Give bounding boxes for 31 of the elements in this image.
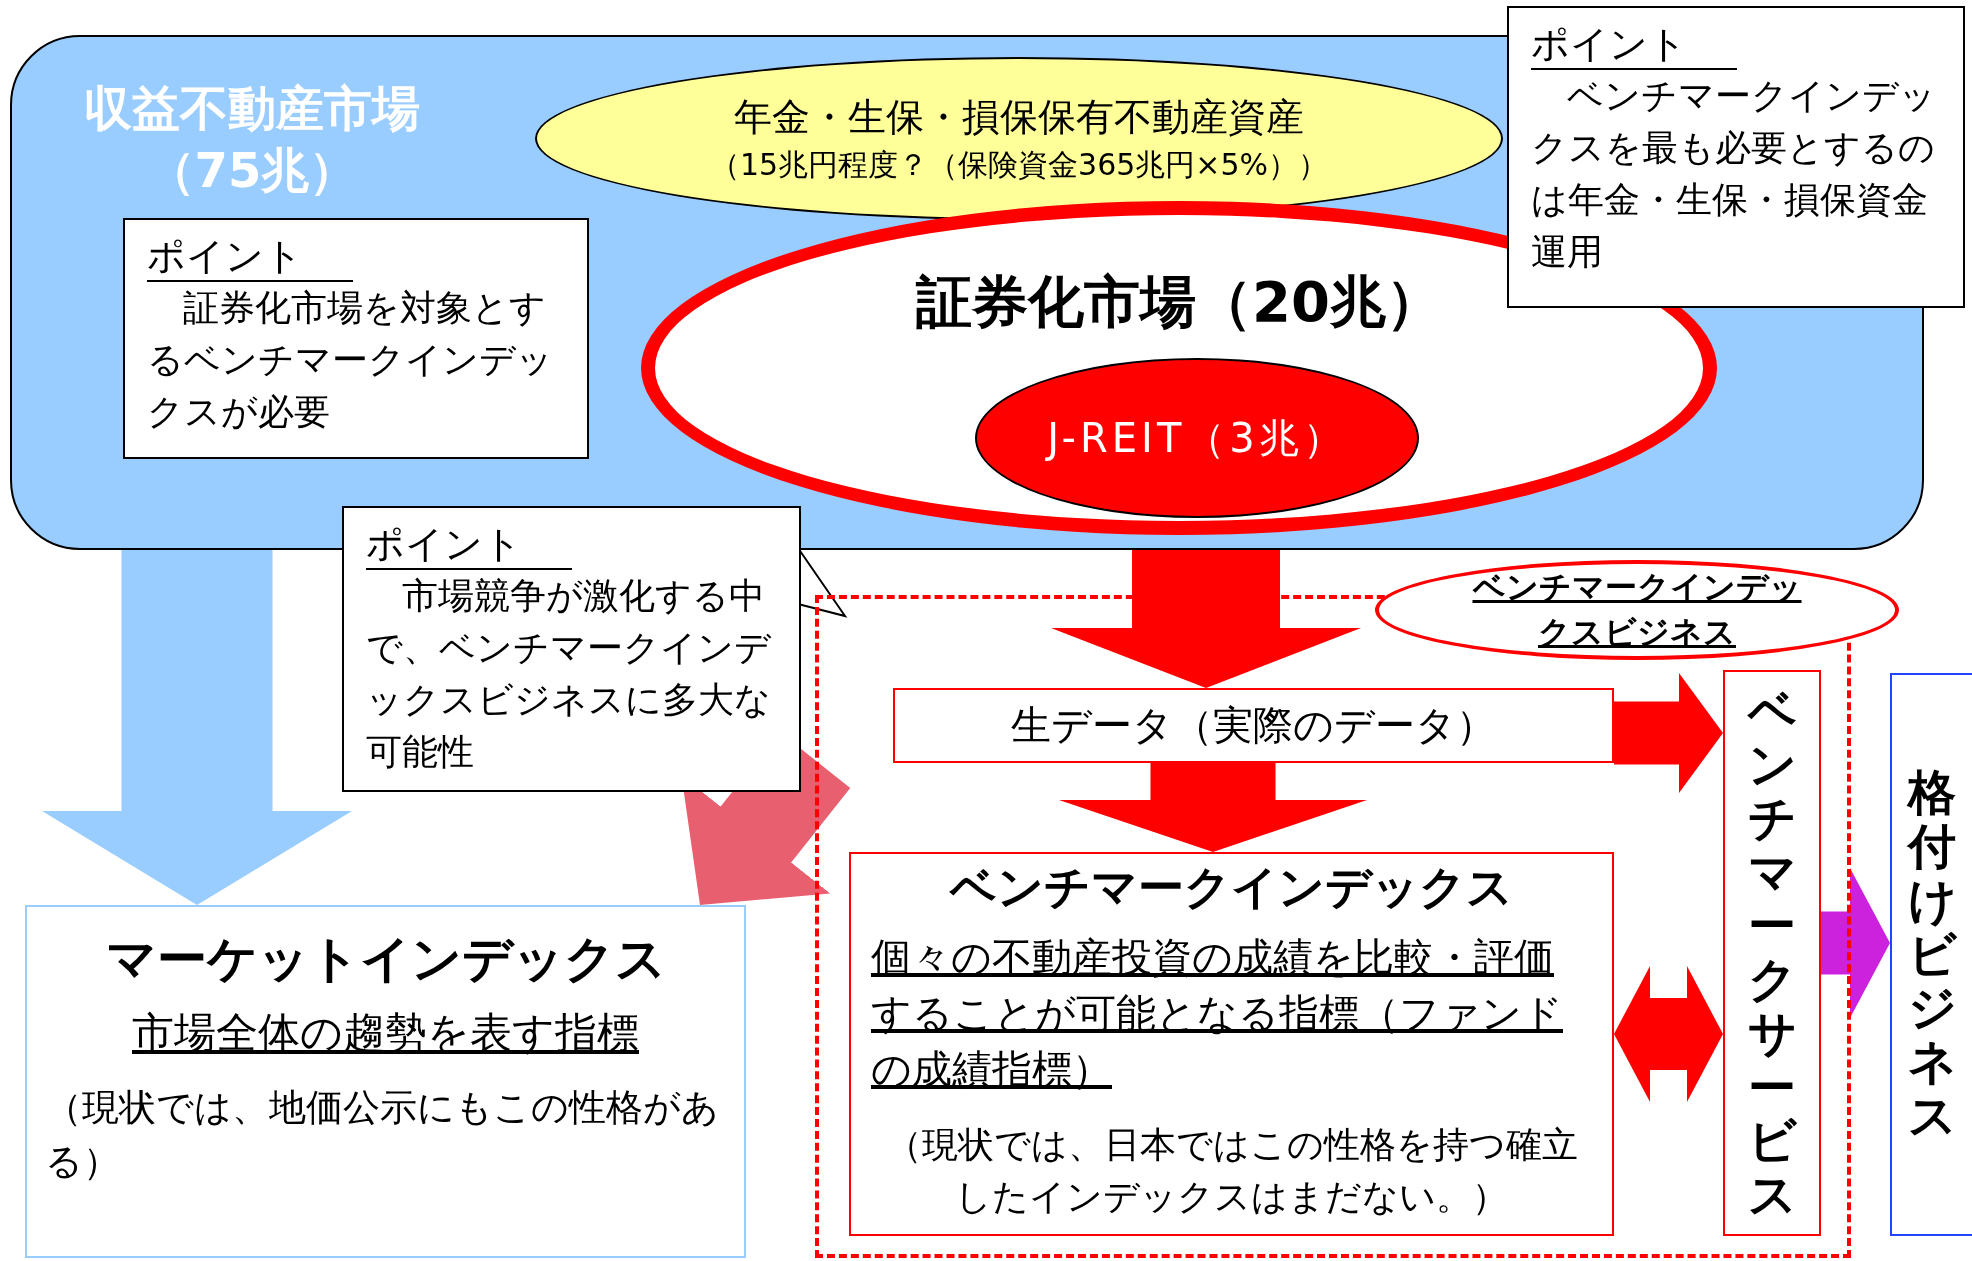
box-note: （現状では、日本ではこの性格を持つ確立したインデックスはまだない。）	[884, 1123, 1579, 1220]
callout-heading: ポイント	[147, 234, 353, 282]
index-box	[849, 852, 1614, 1236]
block-arrow	[1821, 868, 1890, 1018]
ellipse-note: （15兆円程度？（保険資金365兆円×5%））	[709, 146, 1329, 185]
box-label: 生データ（実際のデータ）	[1011, 701, 1496, 750]
rating-box	[1890, 673, 1972, 1236]
block-arrow	[42, 550, 352, 905]
callout-box	[1507, 6, 1965, 308]
ellipse-label: J-REIT（3兆）	[1047, 413, 1347, 463]
callout-text: ベンチマークインデックスを最も必要とするのは年金・生保・損保資金運用	[1531, 73, 1937, 275]
service-box	[1723, 670, 1821, 1236]
callout-text: 証券化市場を対象とするベンチマークインデックスが必要	[147, 285, 554, 434]
box-text: 市場全体の趨勢を表す指標	[132, 1007, 639, 1059]
box-label: 格付けビジネス	[1908, 766, 1956, 1143]
block-arrow	[1614, 966, 1723, 1102]
callout-box	[342, 506, 801, 792]
callout-box	[123, 218, 589, 459]
box-note: （現状では、地価公示にもこの性格がある）	[45, 1085, 720, 1185]
data-box	[893, 688, 1614, 763]
callout-text: 市場競争が激化する中で、ベンチマークインデックスビジネスに多大な可能性	[366, 573, 772, 775]
ellipse-label: 年金・生保・損保保有不動産資産	[734, 93, 1304, 141]
callout-heading: ポイント	[366, 522, 572, 570]
ellipse-title: 証券化市場（20兆）	[914, 268, 1443, 336]
box-label: ベンチマークサービス	[1748, 684, 1796, 1222]
ellipse-label: ベンチマークインデックスビジネス	[1472, 567, 1802, 653]
panel-title: 収益不動産市場（75兆）	[83, 79, 421, 201]
callout-heading: ポイント	[1531, 22, 1737, 70]
block-arrow	[1614, 673, 1723, 793]
box-text: 個々の不動産投資の成績を比較・評価することが可能となる指標（ファンドの成績指標）	[871, 933, 1564, 1095]
index-box	[25, 905, 746, 1258]
